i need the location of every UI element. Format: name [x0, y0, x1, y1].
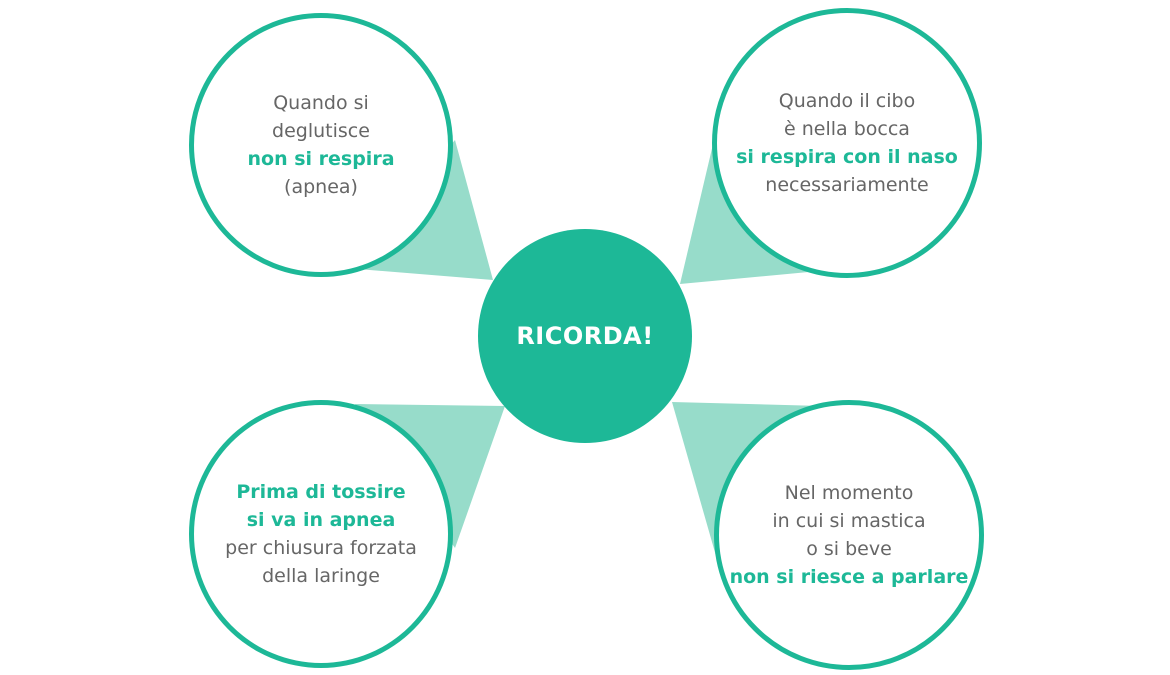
bubble-line: Nel momento	[784, 482, 914, 504]
bubble-top-left-text: Quando si deglutisce non si respira (apn…	[247, 89, 394, 201]
bubble-line: (apnea)	[284, 176, 358, 198]
bubble-line: Quando si	[273, 92, 369, 114]
bubble-line: o si beve	[806, 538, 892, 560]
bubble-bottom-left: Prima di tossire si va in apnea per chiu…	[189, 400, 453, 668]
bubble-line: è nella bocca	[784, 118, 910, 140]
bubble-top-left: Quando si deglutisce non si respira (apn…	[189, 13, 453, 277]
bubble-line-highlight: si va in apnea	[246, 509, 396, 531]
bubble-line: deglutisce	[272, 120, 370, 142]
bubble-line-highlight: Prima di tossire	[236, 481, 406, 503]
bubble-bottom-left-text: Prima di tossire si va in apnea per chiu…	[225, 478, 417, 590]
bubble-top-right-text: Quando il cibo è nella bocca si respira …	[736, 87, 958, 199]
bubble-line-highlight: non si respira	[247, 148, 395, 170]
bubble-line: Quando il cibo	[778, 90, 916, 112]
bubble-line: necessariamente	[765, 174, 929, 196]
bubble-line-highlight: si respira con il naso	[736, 146, 958, 168]
bubble-line: in cui si mastica	[772, 510, 926, 532]
center-circle: RICORDA!	[478, 229, 692, 443]
bubble-line: della laringe	[262, 565, 380, 587]
bubble-bottom-right: Nel momento in cui si mastica o si beve …	[714, 400, 984, 670]
center-label: RICORDA!	[516, 322, 654, 350]
bubble-bottom-right-text: Nel momento in cui si mastica o si beve …	[730, 479, 969, 591]
bubble-line-highlight: non si riesce a parlare	[729, 566, 969, 588]
bubble-line: per chiusura forzata	[225, 537, 417, 559]
bubble-top-right: Quando il cibo è nella bocca si respira …	[712, 8, 982, 278]
